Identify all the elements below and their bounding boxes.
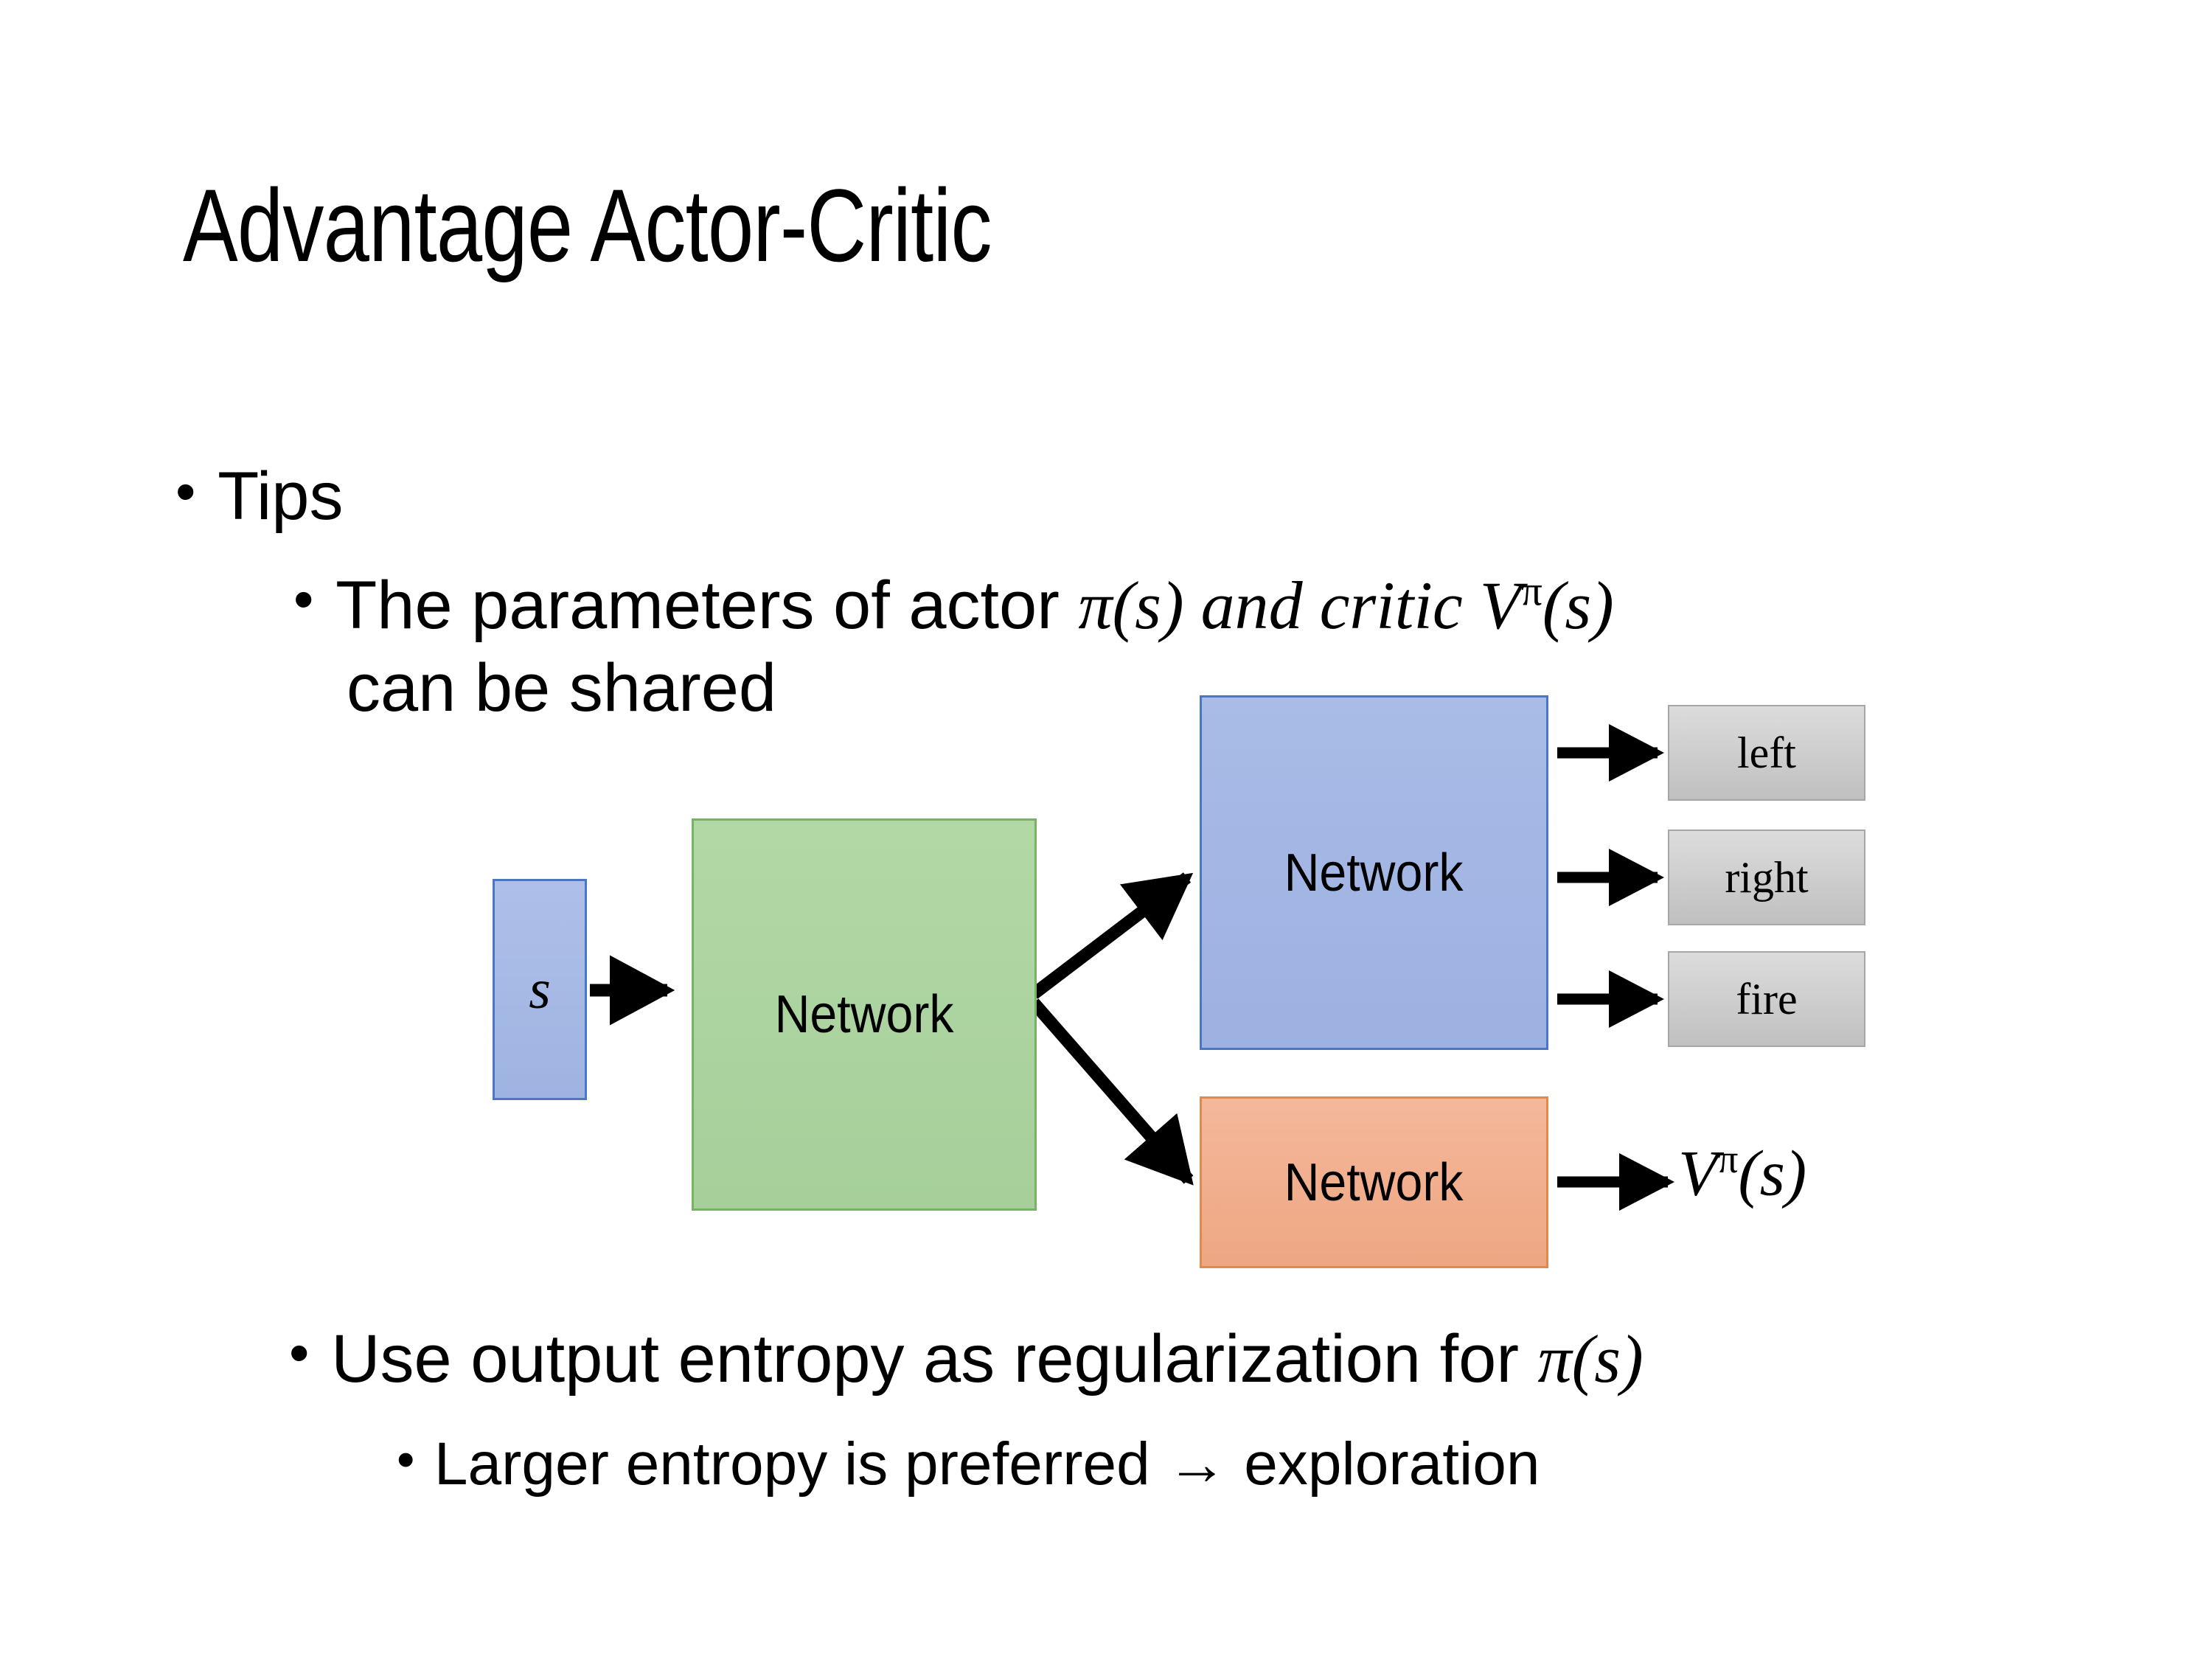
pi-argument: (s) bbox=[1571, 1321, 1644, 1397]
pi-symbol: π bbox=[1537, 1321, 1572, 1397]
bullet-parameters-text: The parameters of actor π(s) and critic … bbox=[335, 566, 1614, 645]
state-input-label: s bbox=[529, 958, 551, 1020]
pi-argument: (s) and critic bbox=[1112, 568, 1480, 643]
bullet-larger-entropy: • Larger entropy is preferred → explorat… bbox=[397, 1430, 1540, 1498]
value-function-symbol: V bbox=[1479, 568, 1521, 643]
bullet-marker-icon: • bbox=[175, 459, 196, 524]
actor-network-box[interactable]: Network bbox=[1200, 695, 1548, 1050]
bullet-marker-icon: • bbox=[397, 1430, 415, 1488]
bullet-parameters-line2: can be shared bbox=[347, 649, 776, 728]
value-output-V: V bbox=[1678, 1138, 1718, 1210]
action-label-left: left bbox=[1737, 728, 1796, 777]
value-output-formula: Vπ(s) bbox=[1678, 1135, 1806, 1211]
action-box-fire[interactable]: fire bbox=[1668, 951, 1865, 1047]
arrow-shared-to-actor bbox=[1029, 872, 1194, 999]
entropy-pre: Use output entropy as regularization for bbox=[331, 1321, 1538, 1397]
bullet-tips: • Tips bbox=[175, 459, 343, 535]
bullet-parameters-line2-label: can be shared bbox=[347, 650, 777, 726]
action-label-right: right bbox=[1725, 852, 1809, 902]
shared-network-label: Network bbox=[774, 985, 954, 1044]
bullet-tips-label: Tips bbox=[218, 459, 344, 534]
value-output-argument: (s) bbox=[1738, 1138, 1807, 1210]
action-box-left[interactable]: left bbox=[1668, 705, 1865, 801]
state-input-box[interactable]: s bbox=[493, 879, 587, 1100]
pi-symbol: π bbox=[1078, 568, 1113, 643]
bullet-larger-entropy-label: Larger entropy is preferred → exploratio… bbox=[434, 1430, 1540, 1498]
value-function-superscript: π bbox=[1520, 568, 1543, 615]
bullet-parameters-shared: • The parameters of actor π(s) and criti… bbox=[293, 566, 1614, 645]
bullet-marker-icon: • bbox=[293, 566, 314, 632]
params-pre: The parameters of actor bbox=[335, 568, 1079, 643]
page-title: Advantage Actor-Critic bbox=[183, 167, 992, 283]
arrow-shared-to-critic bbox=[1029, 998, 1194, 1186]
value-function-argument: (s) bbox=[1542, 568, 1614, 643]
bullet-entropy-text: Use output entropy as regularization for… bbox=[331, 1320, 1644, 1399]
bullet-marker-icon: • bbox=[289, 1320, 310, 1385]
bullet-entropy-regularization: • Use output entropy as regularization f… bbox=[289, 1320, 1644, 1399]
actor-network-label: Network bbox=[1284, 843, 1464, 902]
action-box-right[interactable]: right bbox=[1668, 830, 1865, 925]
action-label-fire: fire bbox=[1736, 974, 1798, 1023]
critic-network-box[interactable]: Network bbox=[1200, 1096, 1548, 1268]
critic-network-label: Network bbox=[1284, 1152, 1464, 1212]
shared-network-box[interactable]: Network bbox=[692, 818, 1037, 1211]
value-output-superscript: π bbox=[1717, 1136, 1739, 1181]
